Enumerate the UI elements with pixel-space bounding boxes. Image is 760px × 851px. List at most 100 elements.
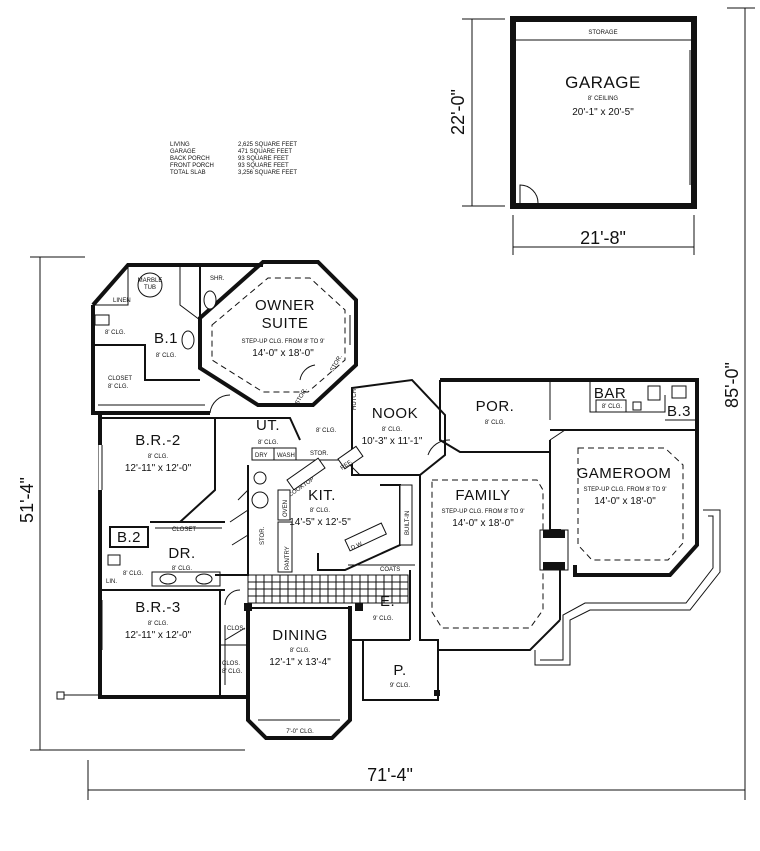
- dining: DINING 8' CLG. 12'-1" x 13'-4" 7'-0" CLG…: [248, 607, 350, 735]
- garage-name: GARAGE: [565, 73, 641, 92]
- garage-width-dim: 21'-8": [580, 228, 626, 248]
- owner-suite-name-2: SUITE: [262, 315, 309, 332]
- br3-ceiling: 8' CLG.: [148, 621, 168, 627]
- porch-name: P.: [393, 662, 406, 679]
- br3-clos-2: CLOS.: [222, 661, 240, 667]
- area-label-back-porch: BACK PORCH: [170, 156, 210, 162]
- garage-storage-label: STORAGE: [588, 30, 617, 36]
- sink-icon: [181, 330, 195, 350]
- oven-label: OVEN: [283, 500, 289, 517]
- area-label-living: LIVING: [170, 142, 190, 148]
- dining-name: DINING: [272, 627, 328, 644]
- toilet-icon-2: [107, 554, 121, 566]
- closet-label: CLOSET: [108, 376, 132, 382]
- oven: [277, 489, 291, 521]
- sink-icon-2: [203, 290, 217, 310]
- ut-stor-4: STOR.: [260, 526, 266, 545]
- ut-name: UT.: [256, 417, 280, 434]
- area-value-living: 2,625 SQUARE FEET: [238, 142, 297, 148]
- pantry-label: PANTRY: [285, 546, 291, 570]
- br2-size: 12'-11" x 12'-0": [125, 463, 192, 474]
- porch-ceiling: 9' CLG.: [390, 683, 410, 689]
- b2-linen: LIN.: [106, 579, 117, 585]
- family-name: FAMILY: [455, 487, 510, 504]
- bar-ceiling: 8' CLG.: [602, 404, 622, 410]
- family: FAMILY STEP-UP CLG. FROM 8' TO 9' 14'-0"…: [419, 451, 569, 651]
- linen-label: LINEN: [113, 298, 131, 304]
- marble-label-1: MARBLE: [138, 278, 163, 284]
- entry-name: E.: [380, 593, 395, 610]
- ut-ceiling: 8' CLG.: [258, 440, 278, 446]
- cooktop: [286, 457, 326, 491]
- family-size: 14'-0" x 18'-0": [452, 518, 514, 529]
- entry: E. 9' CLG.: [373, 570, 411, 640]
- por-name: POR.: [476, 398, 515, 415]
- bar-sink-icon: [632, 401, 642, 411]
- dr-name: DR.: [168, 545, 195, 562]
- master-bath: MARBLE TUB SHR. LINEN 8' CLG. B.1 8' CLG…: [93, 265, 225, 415]
- hall-ceiling: 8' CLG.: [316, 428, 336, 434]
- b2-name: B.2: [117, 529, 141, 546]
- shower-label: SHR.: [210, 276, 225, 282]
- nook-size: 10'-3" x 11'-1": [362, 436, 423, 447]
- bar-counter: [595, 399, 627, 413]
- gameroom-name: GAMEROOM: [577, 465, 672, 482]
- br3-clos-1: CLOS.: [227, 626, 245, 632]
- area-value-back-porch: 93 SQUARE FEET: [238, 156, 289, 162]
- garage-dimensions: 21'-8" 22'-0": [448, 18, 695, 255]
- bedroom-2: B.R.-2 8' CLG. 12'-11" x 12'-0" CLOSET: [98, 417, 225, 533]
- kit-name: KIT.: [308, 487, 336, 504]
- refrigerator: [337, 445, 364, 470]
- built-in-cabinet: [399, 484, 413, 546]
- dr-ceiling: 8' CLG.: [172, 566, 192, 572]
- kit-ceiling: 8' CLG.: [310, 508, 330, 514]
- garage-walls: [510, 16, 697, 209]
- left-depth-dim: 51'-4": [17, 477, 37, 523]
- owner-suite: OWNER SUITE STEP-UP CLG. FROM 8' TO 9' 1…: [198, 260, 358, 407]
- dining-ceiling: 8' CLG.: [290, 648, 310, 654]
- por-ceiling: 8' CLG.: [485, 420, 505, 426]
- bar: BAR 8' CLG. B.3: [589, 380, 697, 421]
- b3-toilet-icon: [671, 385, 687, 399]
- dishwasher: [344, 522, 387, 552]
- entry-ceiling: 9' CLG.: [373, 616, 393, 622]
- b1-name: B.1: [154, 330, 178, 347]
- marble-label-2: TUB: [144, 285, 156, 291]
- toilet-icon: [94, 314, 110, 326]
- overall-dimensions: 71'-4" 51'-4" 85'-0": [17, 7, 755, 800]
- water-heater-icon: [253, 471, 267, 485]
- pantry: [277, 521, 293, 573]
- b2-box: [109, 526, 149, 548]
- nook-name: NOOK: [372, 405, 418, 422]
- nook-ceiling: 8' CLG.: [382, 427, 402, 433]
- br3-clos-2-ceiling: 8' CLG.: [222, 669, 242, 675]
- dryer-label: DRY: [255, 453, 268, 459]
- closet-ceiling: 8' CLG.: [108, 384, 128, 390]
- garage-depth-dim: 22'-0": [448, 89, 468, 135]
- b3-sink-icon: [647, 385, 661, 401]
- b3-name: B.3: [667, 403, 691, 420]
- front-porch: P. 9' CLG.: [390, 662, 440, 696]
- area-value-total-slab: 3,256 SQUARE FEET: [238, 170, 297, 176]
- hvac-icon: [251, 491, 269, 509]
- door-swings: [98, 364, 566, 641]
- marble-tub-icon: [137, 272, 163, 298]
- dw-label: D.W.: [350, 541, 365, 552]
- washer-label: WASH: [277, 453, 295, 459]
- bedroom-3: B.R.-3 8' CLG. 12'-11" x 12'-0" CLOS. CL…: [101, 590, 248, 697]
- garage-ceiling: 8' CEILING: [588, 96, 618, 102]
- owner-suite-name-1: OWNER: [255, 297, 315, 314]
- gameroom-size: 14'-0" x 18'-0": [594, 496, 656, 507]
- owner-suite-ceiling: STEP-UP CLG. FROM 8' TO 9': [242, 339, 325, 345]
- area-value-garage: 471 SQUARE FEET: [238, 149, 292, 155]
- area-label-front-porch: FRONT PORCH: [170, 163, 214, 169]
- back-porch: POR. 8' CLG.: [439, 380, 551, 453]
- b1-ceiling-left: 8' CLG.: [105, 330, 125, 336]
- area-label-garage: GARAGE: [170, 149, 196, 155]
- dining-size: 12'-1" x 13'-4": [269, 657, 331, 668]
- br3-name: B.R.-3: [135, 599, 181, 616]
- garage: STORAGE GARAGE 8' CEILING 20'-1" x 20'-5…: [510, 16, 697, 209]
- br2-ceiling: 8' CLG.: [148, 454, 168, 460]
- br2-closet: CLOSET: [172, 527, 196, 533]
